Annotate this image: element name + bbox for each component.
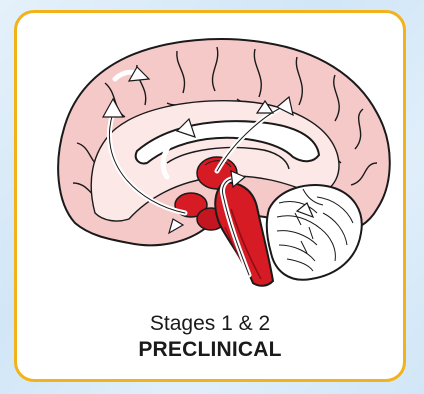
cerebellum: [267, 185, 362, 280]
brain-diagram: [17, 13, 403, 313]
phase-label: PRECLINICAL: [17, 337, 403, 363]
caption: Stages 1 & 2 PRECLINICAL: [17, 311, 403, 363]
stage-card: Stages 1 & 2 PRECLINICAL: [14, 10, 406, 382]
stage-label: Stages 1 & 2: [17, 311, 403, 337]
